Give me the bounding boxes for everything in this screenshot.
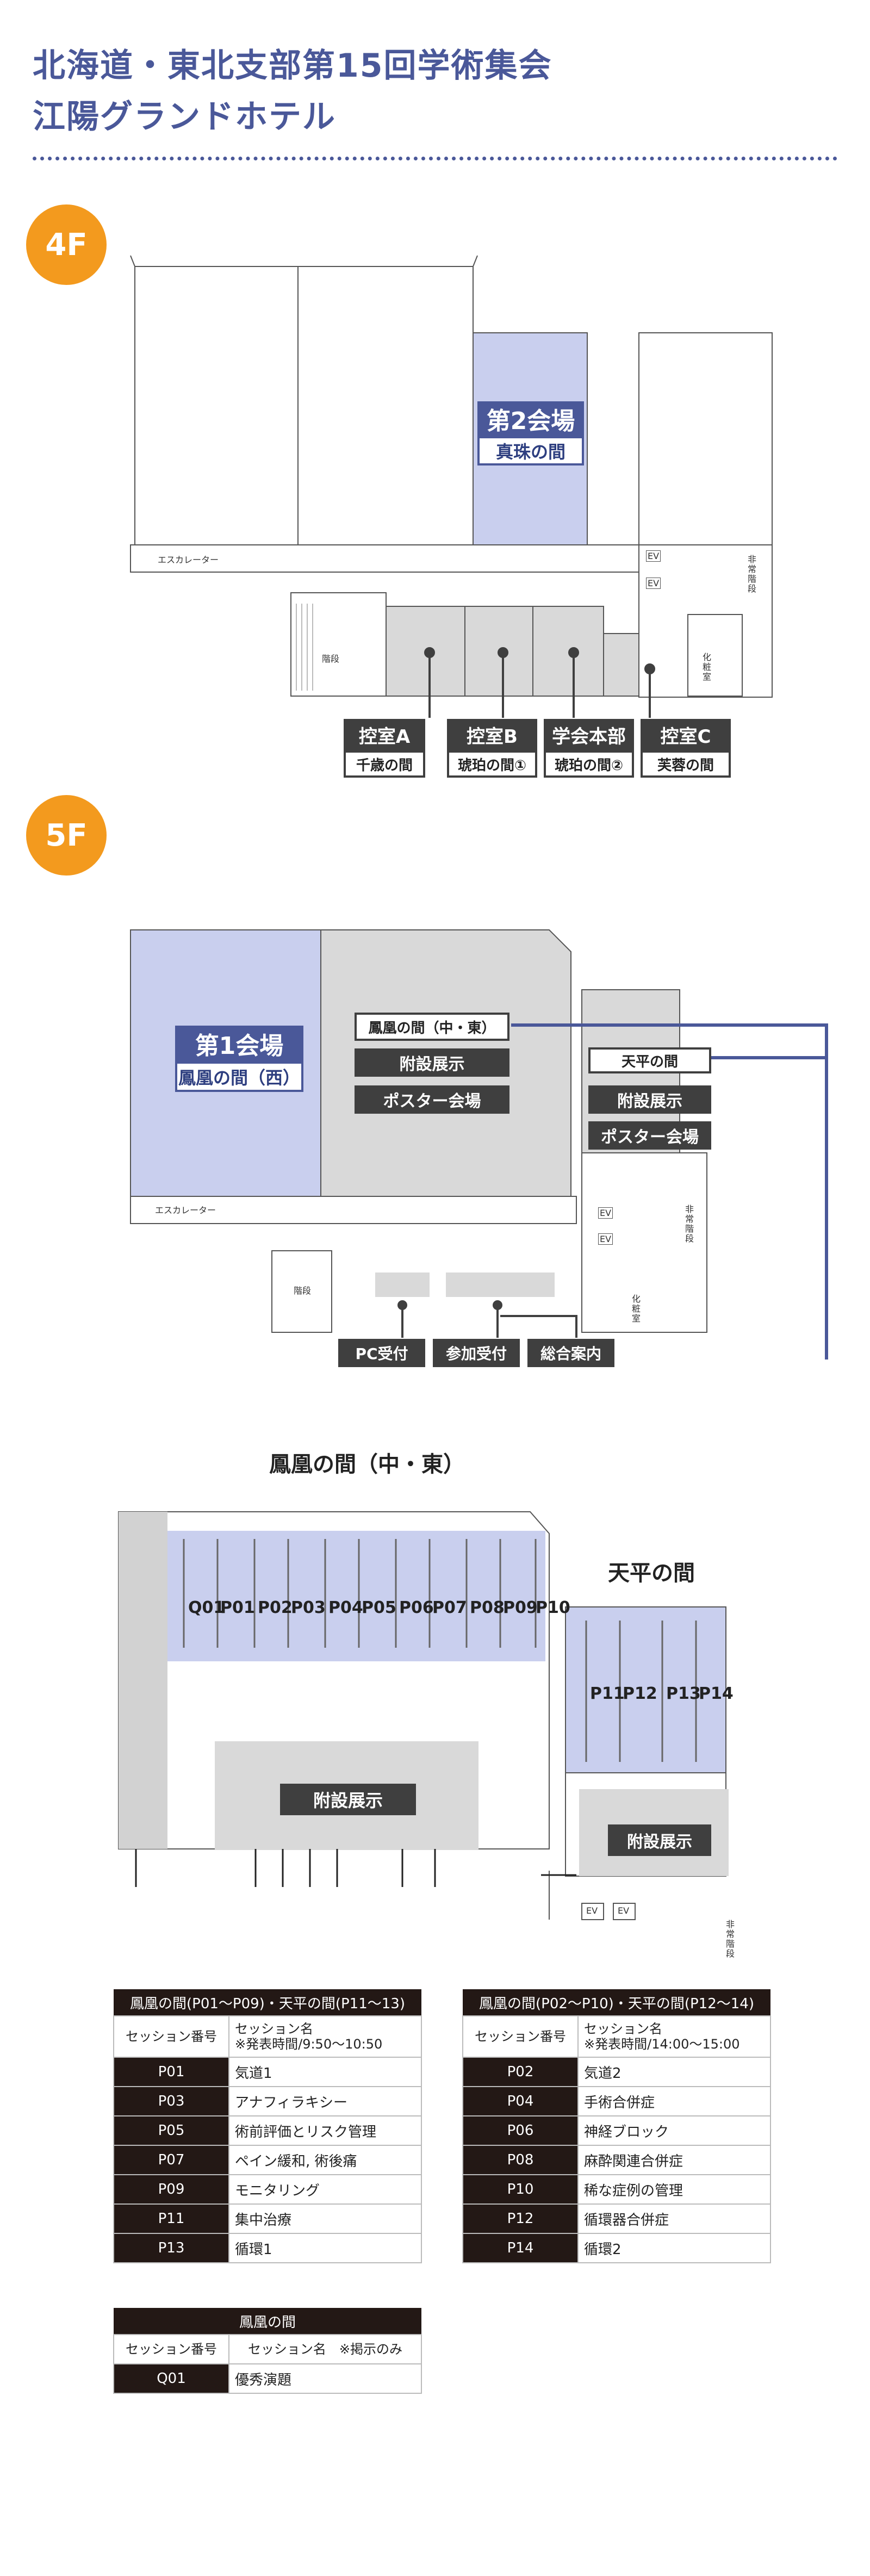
ev-label-5f: EV (598, 1207, 613, 1219)
hall1-room: 鳳凰の間（西） (175, 1062, 303, 1092)
room-sub-honbu: 琥珀の間② (544, 750, 634, 778)
stairs-label-4f: 階段 (322, 654, 340, 664)
poster-detail-map (118, 1511, 729, 1920)
poster-q01: Q01 (188, 1598, 225, 1617)
restroom-5f: 化粧室 (632, 1294, 641, 1324)
restroom-4f: 化粧室 (703, 652, 712, 682)
page-title-line2: 江陽グランドホテル (33, 98, 336, 136)
session-table-am: 鳳凰の間(P01〜P09)・天平の間(P11〜13) セッション番号 セッション… (113, 1989, 422, 2263)
poster-p12: P12 (623, 1684, 657, 1703)
poster-label-5f: ポスター会場 (355, 1085, 509, 1114)
ev-label-detail: EV (586, 1905, 598, 1916)
room-sub-hikae-b: 琥珀の間① (447, 750, 537, 778)
ev-label-5f-2: EV (598, 1233, 613, 1245)
poster-p04: P04 (328, 1598, 363, 1617)
session-table-pm: 鳳凰の間(P02〜P10)・天平の間(P12〜14) セッション番号 セッション… (462, 1989, 771, 2263)
escalator-label-5f: エスカレーター (155, 1205, 216, 1215)
floor-4f-badge: 4F (26, 204, 107, 285)
houou-exhibit: 附設展示 (280, 1784, 416, 1815)
table-caption: 鳳凰の間(P01〜P09)・天平の間(P11〜13) (114, 1989, 421, 2016)
room-sub-hikae-c: 芙蓉の間 (641, 750, 731, 778)
page-title-line1: 北海道・東北支部第15回学術集会 (33, 47, 552, 85)
emergency-stairs-5f: 非常階段 (685, 1204, 694, 1244)
room-label-hikae-a: 控室A (344, 719, 425, 750)
hall2-room: 真珠の間 (477, 436, 584, 465)
escalator-label-4f: エスカレーター (158, 555, 219, 565)
tenpyo-detail-heading: 天平の間 (608, 1561, 695, 1586)
hall1-title: 第1会場 (175, 1026, 303, 1062)
poster-p03: P03 (291, 1598, 326, 1617)
emergency-stairs-detail: 非常階段 (726, 1919, 735, 1959)
poster-p05: P05 (362, 1598, 396, 1617)
col-header-name: セッション名※発表時間/14:00〜15:00 (577, 2015, 771, 2058)
tenpyo-exhibit-label: 附設展示 (588, 1085, 711, 1114)
poster-p09: P09 (503, 1598, 538, 1617)
room-label-hikae-b: 控室B (447, 719, 537, 750)
poster-p07: P07 (432, 1598, 467, 1617)
desk-registration: 参加受付 (433, 1339, 520, 1367)
emergency-stairs-4f: 非常階段 (748, 554, 757, 594)
hall2-title: 第2会場 (477, 401, 584, 436)
col-header-name: セッション名※発表時間/9:50〜10:50 (228, 2015, 422, 2058)
poster-p01: P01 (220, 1598, 255, 1617)
tenpyo-label-5f: 天平の間 (588, 1047, 711, 1073)
poster-p14: P14 (699, 1684, 734, 1703)
ev-label-4f: EV (646, 550, 661, 562)
poster-p10: P10 (536, 1598, 570, 1617)
poster-p13: P13 (666, 1684, 701, 1703)
tenpyo-exhibit: 附設展示 (608, 1824, 711, 1856)
header-divider (33, 157, 837, 160)
houou-label-5f: 鳳凰の間（中・東） (355, 1013, 509, 1041)
poster-p02: P02 (258, 1598, 293, 1617)
table-caption: 鳳凰の間 (114, 2308, 421, 2335)
col-header-number: セッション番号 (113, 2334, 229, 2364)
tenpyo-poster-label: ポスター会場 (588, 1121, 711, 1150)
room-label-honbu: 学会本部 (544, 719, 634, 750)
col-header-number: セッション番号 (113, 2015, 229, 2058)
ev-label-detail-2: EV (618, 1905, 630, 1916)
stairs-label-5f: 階段 (294, 1286, 312, 1296)
houou-detail-heading: 鳳凰の間（中・東） (269, 1452, 465, 1477)
col-header-name: セッション名 ※掲示のみ (228, 2334, 422, 2364)
exhibit-label-5f: 附設展示 (355, 1048, 509, 1077)
desk-information: 総合案内 (527, 1339, 614, 1367)
poster-p11: P11 (590, 1684, 625, 1703)
floor4-map (130, 255, 773, 718)
floor5-map (130, 929, 828, 1360)
room-sub-hikae-a: 千歳の間 (344, 750, 425, 778)
desk-pc: PC受付 (338, 1339, 425, 1367)
table-caption: 鳳凰の間(P02〜P10)・天平の間(P12〜14) (463, 1989, 770, 2016)
poster-p08: P08 (470, 1598, 505, 1617)
room-label-hikae-c: 控室C (641, 719, 731, 750)
poster-p06: P06 (399, 1598, 434, 1617)
floor-5f-badge: 5F (26, 795, 107, 876)
col-header-number: セッション番号 (462, 2015, 579, 2058)
ev-label-4f-2: EV (646, 578, 661, 589)
